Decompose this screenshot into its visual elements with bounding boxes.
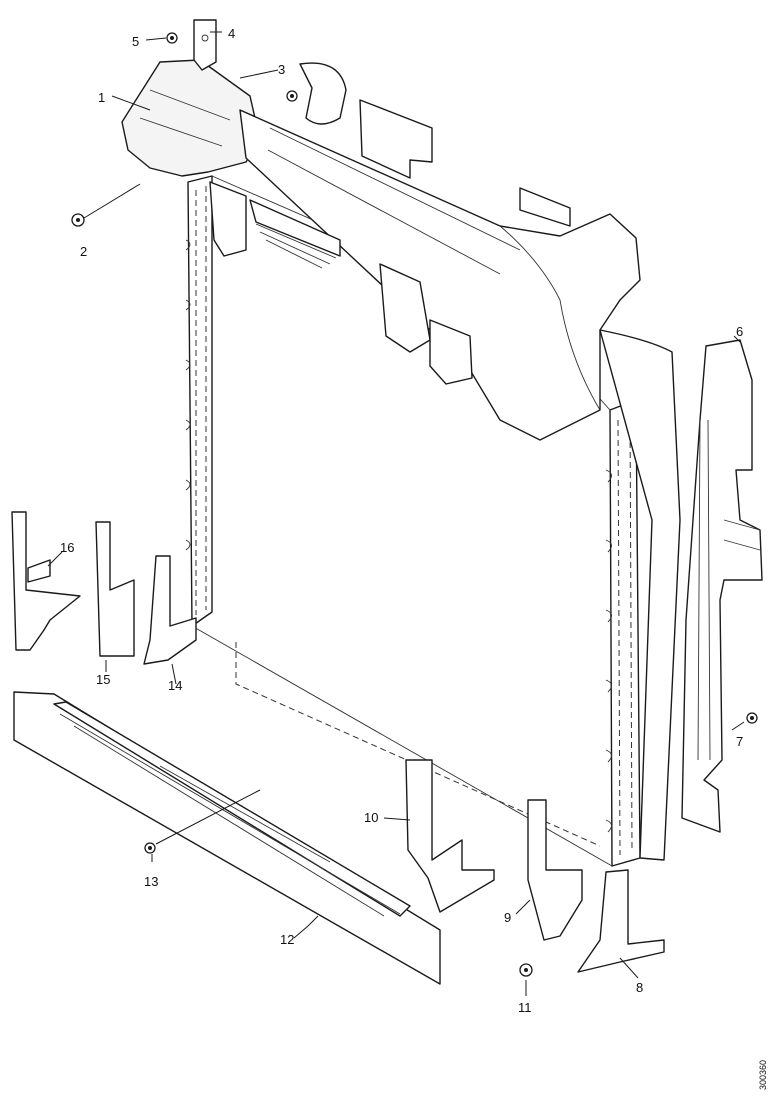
upper-duct-part-1 bbox=[121, 59, 681, 861]
callout-labels: 1 2 3 4 5 6 7 8 9 10 11 12 13 14 15 16 bbox=[60, 26, 743, 1015]
part-12-strip bbox=[13, 691, 441, 985]
callout-label: 11 bbox=[518, 1000, 532, 1015]
callout-label: 15 bbox=[96, 672, 110, 687]
fastener-part-5 bbox=[166, 32, 178, 44]
callout-label: 12 bbox=[280, 932, 294, 947]
part-8-seal bbox=[577, 869, 665, 973]
figure-code: 300360 bbox=[758, 1060, 768, 1090]
callout-label: 2 bbox=[80, 244, 87, 259]
callout-label: 14 bbox=[168, 678, 182, 693]
callout-label: 16 bbox=[60, 540, 74, 555]
callout-label: 8 bbox=[636, 980, 643, 995]
fastener-part-11 bbox=[519, 963, 533, 977]
callout-label: 5 bbox=[132, 34, 139, 49]
fastener-part-7 bbox=[746, 712, 758, 724]
part-6-right-seal bbox=[681, 339, 763, 833]
part-15-seal bbox=[95, 521, 135, 657]
part-16-seal bbox=[11, 511, 81, 651]
part-10-seal bbox=[405, 759, 495, 913]
part-9-seal bbox=[527, 799, 583, 941]
callout-label: 9 bbox=[504, 910, 511, 925]
callout-label: 13 bbox=[144, 874, 158, 889]
callout-label: 7 bbox=[736, 734, 743, 749]
callout-label: 3 bbox=[278, 62, 285, 77]
callout-label: 4 bbox=[228, 26, 235, 41]
callout-label: 6 bbox=[736, 324, 743, 339]
part-14-seal bbox=[143, 555, 197, 665]
part-4-bracket bbox=[193, 19, 217, 71]
leader-lines bbox=[47, 31, 745, 996]
fastener-part-13 bbox=[144, 842, 156, 854]
callout-label: 10 bbox=[364, 810, 378, 825]
upper-left-mount bbox=[209, 181, 473, 385]
fastener-part-2 bbox=[71, 213, 85, 227]
fastener-part-3 bbox=[286, 90, 298, 102]
callout-label: 1 bbox=[98, 90, 105, 105]
